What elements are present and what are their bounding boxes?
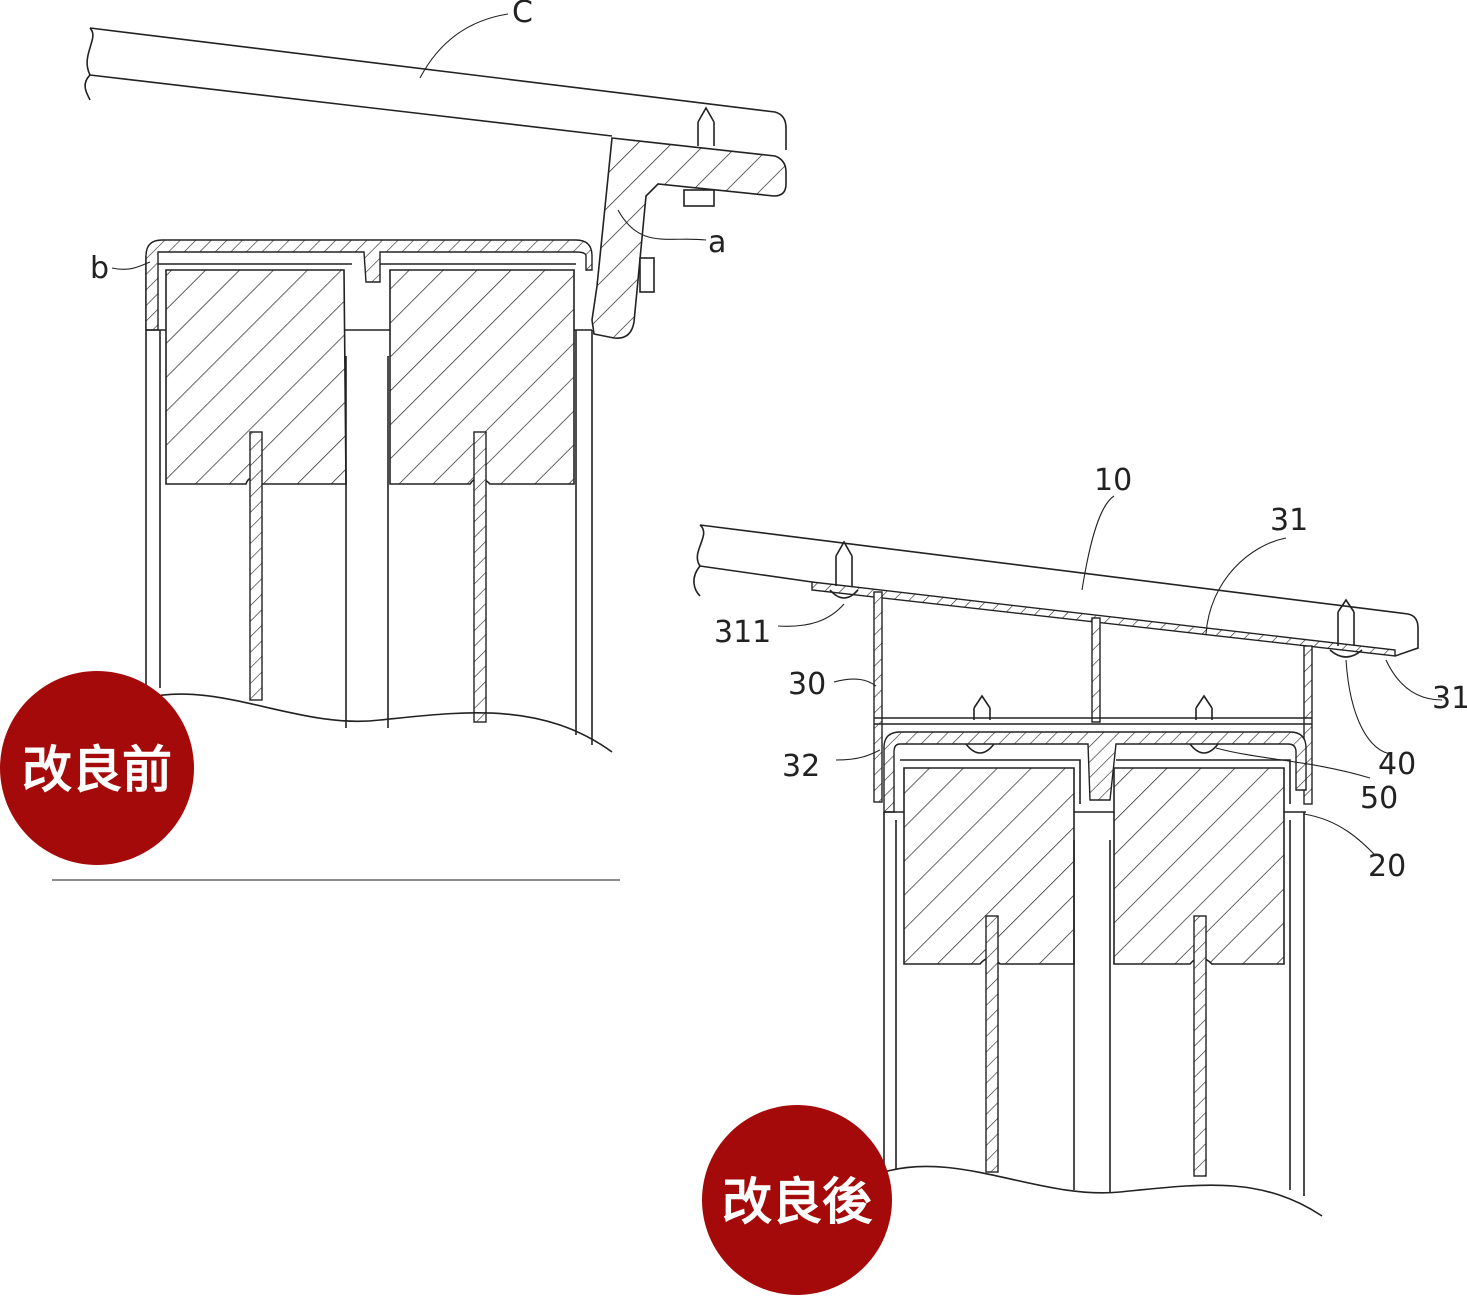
badge-after: 改良後	[702, 1105, 892, 1295]
label-10: 10	[1094, 463, 1132, 498]
badge-before-text: 改良前	[22, 741, 172, 799]
clamp-block-a	[591, 137, 787, 339]
label-40: 40	[1378, 747, 1416, 782]
label-31-right: 31	[1432, 681, 1467, 716]
cap-50	[883, 731, 1307, 813]
label-31-top: 31	[1270, 503, 1308, 538]
label-20: 20	[1368, 849, 1406, 884]
label-a: a	[708, 225, 726, 260]
label-b: b	[90, 251, 109, 286]
label-50: 50	[1360, 781, 1398, 816]
badge-before-circle	[0, 671, 194, 865]
label-32: 32	[782, 749, 820, 784]
badge-after-circle	[702, 1105, 892, 1295]
badge-before: 改良前	[0, 671, 194, 865]
label-30: 30	[788, 667, 826, 702]
after-drawing: 10 31 31 311 30 32 40 50 20	[693, 463, 1467, 1217]
label-311: 311	[714, 615, 771, 650]
strip-31	[811, 581, 1396, 657]
cap-b	[145, 239, 593, 331]
label-c: C	[512, 0, 533, 30]
before-drawing: C a b	[84, 0, 787, 753]
badge-after-text: 改良後	[722, 1173, 873, 1231]
